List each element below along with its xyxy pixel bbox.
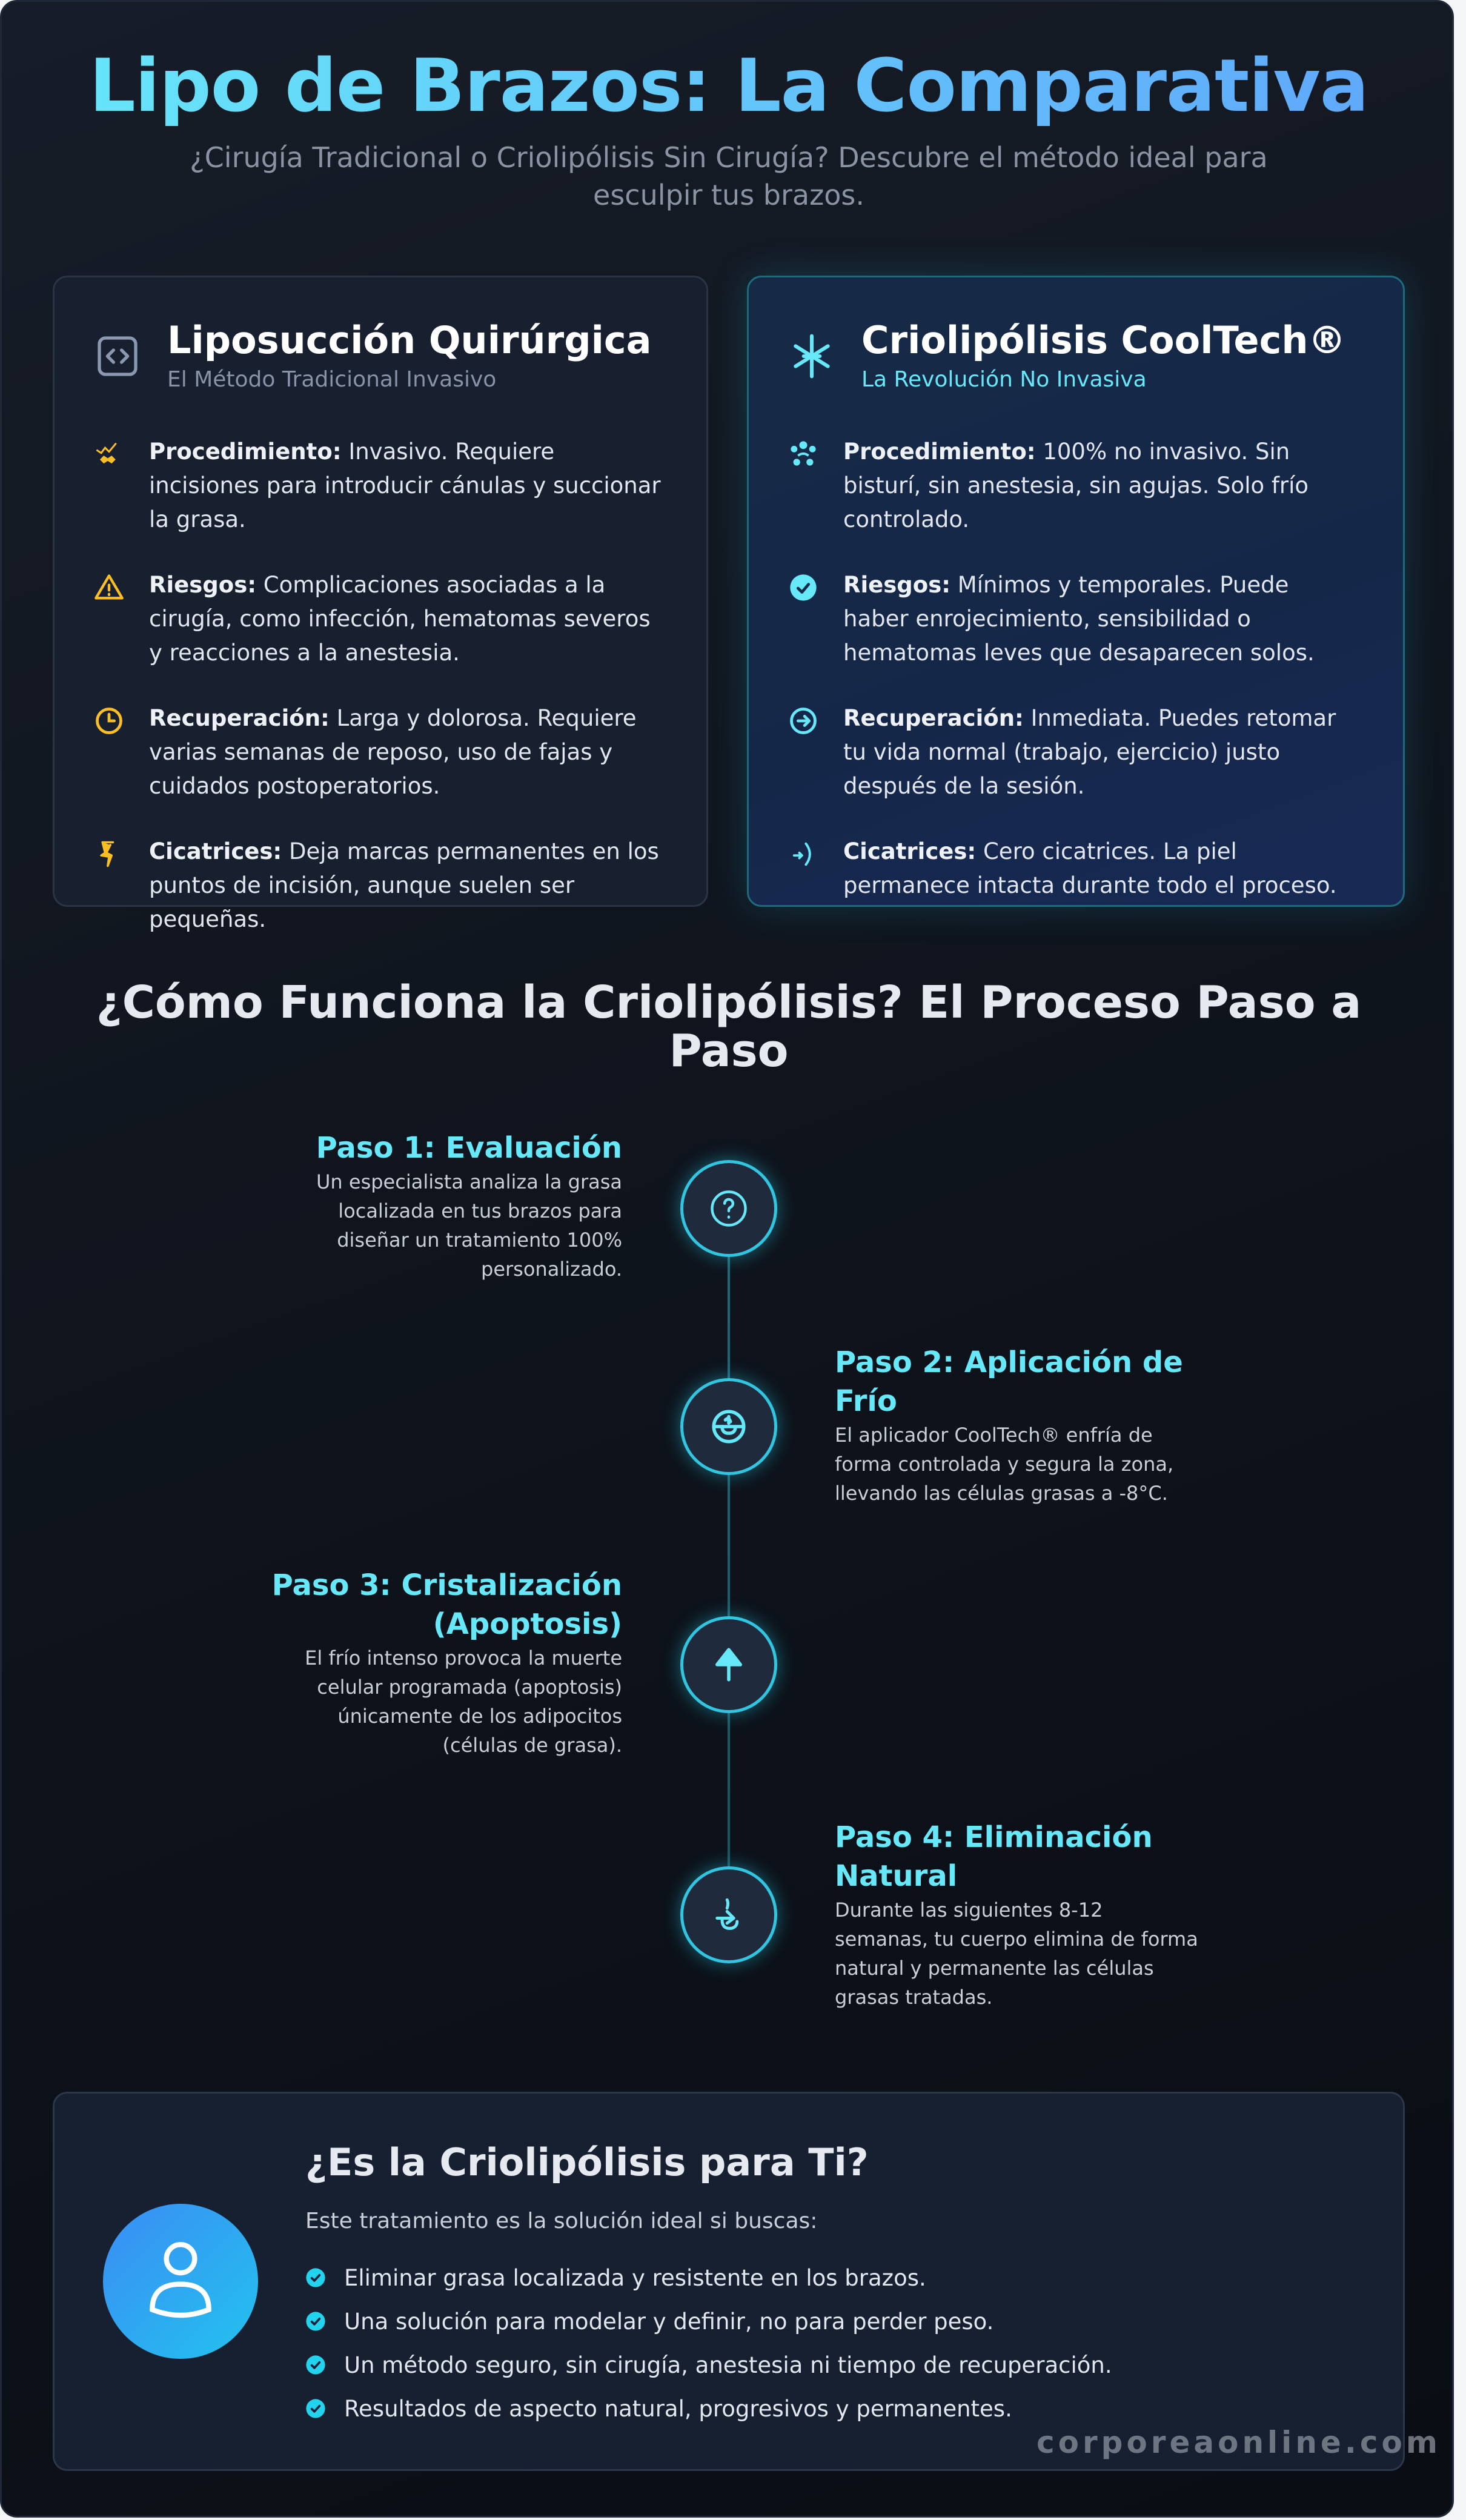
- molecule-dots-icon: [791, 441, 816, 466]
- process-section-title: ¿Cómo Funciona la Criolipólisis? El Proc…: [96, 976, 1362, 1077]
- arrow-up-icon: [715, 1648, 742, 1682]
- check-circle-icon: [306, 2312, 325, 2331]
- chart-hands-icon: [96, 443, 117, 464]
- feature-recovery: Recuperación: Inmediata. Puedes retomar …: [788, 701, 1361, 803]
- step-title: Paso 1: Evaluación: [316, 1131, 622, 1165]
- scar-bolt-icon: [100, 841, 114, 867]
- question-circle-icon: [711, 1190, 747, 1227]
- list-item: Un método seguro, sin cirugía, anestesia…: [305, 2343, 1112, 2387]
- feature-text: Cero cicatrices. La piel permanece intac…: [843, 838, 1337, 898]
- step-description: Durante las siguientes 8-12 semanas, tu …: [835, 1898, 1198, 2009]
- fit-title: ¿Es la Criolipólisis para Ti?: [305, 2140, 869, 2184]
- feature-text: Complicaciones asociadas a la cirugía, c…: [149, 572, 651, 666]
- feature-label: Cicatrices:: [843, 838, 977, 864]
- list-item: Eliminar grasa localizada y resistente e…: [305, 2256, 1112, 2300]
- step-1-node: [680, 1160, 777, 1257]
- step-description: El frío intenso provoca la muerte celula…: [305, 1646, 622, 1757]
- avatar: [103, 2204, 258, 2359]
- feature-procedure: Procedimiento: 100% no invasivo. Sin bis…: [788, 435, 1361, 537]
- feature-text: Invasivo. Requiere incisiones para intro…: [149, 439, 661, 532]
- snowflake-icon: [794, 334, 830, 379]
- card-header: Criolipólisis CoolTech® La Revolución No…: [788, 314, 1361, 435]
- step-title: Paso 2: Aplicación de Frío: [835, 1345, 1183, 1418]
- user-icon: [150, 2242, 211, 2318]
- step-title: Paso 4: Eliminación Natural: [835, 1820, 1153, 1893]
- feature-risks: Riesgos: Complicaciones asociadas a la c…: [93, 568, 664, 670]
- warning-triangle-icon: [95, 574, 124, 600]
- page-subtitle: ¿Cirugía Tradicional o Criolipólisis Sin…: [190, 141, 1268, 211]
- step-description: Un especialista analiza la grasa localiz…: [316, 1170, 622, 1281]
- card-title: Criolipólisis CoolTech®: [861, 318, 1346, 362]
- page-title: Lipo de Brazos: La Comparativa: [2, 44, 1452, 129]
- check-circle-icon: [790, 574, 817, 601]
- step-3-node: [680, 1616, 777, 1713]
- list-item: Una solución para modelar y definir, no …: [305, 2300, 1112, 2343]
- feature-text: Deja marcas permanentes en los puntos de…: [149, 838, 659, 932]
- card-subtitle: La Revolución No Invasiva: [861, 367, 1147, 392]
- feature-procedure: Procedimiento: Invasivo. Requiere incisi…: [93, 435, 664, 537]
- timeline-connector: [728, 1207, 730, 1916]
- card-subtitle: El Método Tradicional Invasivo: [167, 367, 497, 392]
- step-3-text: Paso 3: Cristalización (Apoptosis) El fr…: [271, 1566, 622, 1760]
- feature-recovery: Recuperación: Larga y dolorosa. Requiere…: [93, 701, 664, 803]
- list-item: Resultados de aspecto natural, progresiv…: [305, 2387, 1112, 2430]
- feature-text: Inmediata. Puedes retomar tu vida normal…: [843, 705, 1336, 799]
- fit-checklist: Eliminar grasa localizada y resistente e…: [305, 2256, 1112, 2430]
- feature-scars: Cicatrices: Deja marcas permanentes en l…: [93, 835, 664, 937]
- check-circle-icon: [306, 2268, 325, 2287]
- feature-text: Larga y dolorosa. Requiere varias semana…: [149, 705, 637, 799]
- surgical-liposuction-card: Liposucción Quirúrgica El Método Tradici…: [53, 276, 708, 932]
- card-title: Liposucción Quirúrgica: [167, 318, 652, 362]
- cryolipolysis-card: Criolipólisis CoolTech® La Revolución No…: [747, 276, 1405, 907]
- fit-intro: Este tratamiento es la solución ideal si…: [305, 2209, 818, 2233]
- feature-label: Riesgos:: [149, 572, 257, 598]
- elimination-arrow-icon: [715, 1898, 739, 1930]
- step-description: El aplicador CoolTech® enfría de forma c…: [835, 1424, 1174, 1505]
- feature-label: Procedimiento:: [149, 439, 342, 465]
- code-brackets-icon: [98, 336, 138, 376]
- arrow-circle-right-icon: [790, 708, 817, 734]
- is-it-for-you-card: ¿Es la Criolipólisis para Ti? Este trata…: [53, 2092, 1405, 2471]
- step-2-text: Paso 2: Aplicación de Frío El aplicador …: [835, 1343, 1198, 1508]
- feature-label: Recuperación:: [149, 705, 330, 731]
- clock-icon: [96, 708, 122, 734]
- feature-scars: Cicatrices: Cero cicatrices. La piel per…: [788, 835, 1361, 903]
- arrow-arc-icon: [792, 842, 811, 866]
- step-4-text: Paso 4: Eliminación Natural Durante las …: [835, 1818, 1198, 2012]
- step-2-node: [680, 1378, 777, 1475]
- step-1-text: Paso 1: Evaluación Un especialista anali…: [271, 1129, 622, 1284]
- step-title: Paso 3: Cristalización (Apoptosis): [271, 1568, 622, 1641]
- feature-label: Recuperación:: [843, 705, 1024, 731]
- feature-label: Cicatrices:: [149, 838, 282, 864]
- check-circle-icon: [306, 2355, 325, 2375]
- feature-text: 100% no invasivo. Sin bisturí, sin anest…: [843, 439, 1309, 532]
- watermark: corporeaonline.com: [1036, 2425, 1441, 2460]
- feature-risks: Riesgos: Mínimos y temporales. Puede hab…: [788, 568, 1361, 670]
- step-4-node: [680, 1866, 777, 1963]
- feature-label: Riesgos:: [843, 572, 951, 598]
- cold-applicator-icon: [712, 1410, 746, 1444]
- feature-label: Procedimiento:: [843, 439, 1036, 465]
- card-header: Liposucción Quirúrgica El Método Tradici…: [93, 314, 664, 435]
- check-circle-icon: [306, 2399, 325, 2418]
- feature-text: Mínimos y temporales. Puede haber enroje…: [843, 572, 1315, 666]
